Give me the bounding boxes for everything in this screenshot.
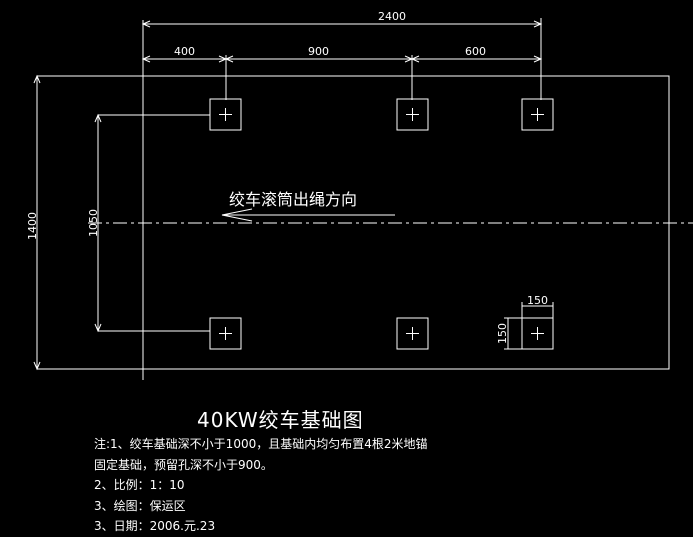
anchor-holes (209, 98, 554, 350)
anchor-hole-bottom-middle (396, 317, 429, 350)
dimension-height (33, 74, 41, 371)
anchor-hole-top-middle (396, 98, 429, 131)
rope-direction-label: 绞车滚筒出绳方向 (229, 190, 357, 209)
dim-label-1400: 1400 (26, 212, 39, 240)
note-line-3: 2、比例：1：10 (94, 478, 185, 492)
dimension-segments (141, 55, 543, 100)
drawing-notes: 注:1、绞车基础深不小于1000，且基础内均匀布置4根2米地锚 固定基础，预留孔… (94, 434, 428, 537)
dimension-bolt-spacing (94, 113, 210, 333)
dim-label-2400: 2400 (378, 10, 406, 23)
anchor-hole-top-left (209, 98, 242, 131)
note-line-4: 3、绘图：保运区 (94, 498, 186, 513)
rope-direction-arrow (221, 208, 395, 222)
note-line-1: 注:1、绞车基础深不小于1000，且基础内均匀布置4根2米地锚 (94, 437, 428, 451)
dim-label-hole-width: 150 (527, 294, 548, 307)
dim-label-600: 600 (465, 45, 486, 58)
dim-label-900: 900 (308, 45, 329, 58)
note-line-5: 3、日期：2006.元.23 (94, 519, 216, 533)
note-line-2: 固定基础，预留孔深不小于900。 (94, 457, 273, 472)
dimension-hole-size (504, 302, 554, 350)
drawing-title: 40KW绞车基础图 (197, 408, 364, 432)
dim-label-hole-height: 150 (496, 323, 509, 344)
anchor-hole-top-right (521, 98, 554, 131)
anchor-hole-bottom-right (521, 317, 554, 350)
anchor-hole-bottom-left (209, 317, 242, 350)
dim-label-400: 400 (174, 45, 195, 58)
dim-label-1050: 1050 (87, 209, 100, 237)
